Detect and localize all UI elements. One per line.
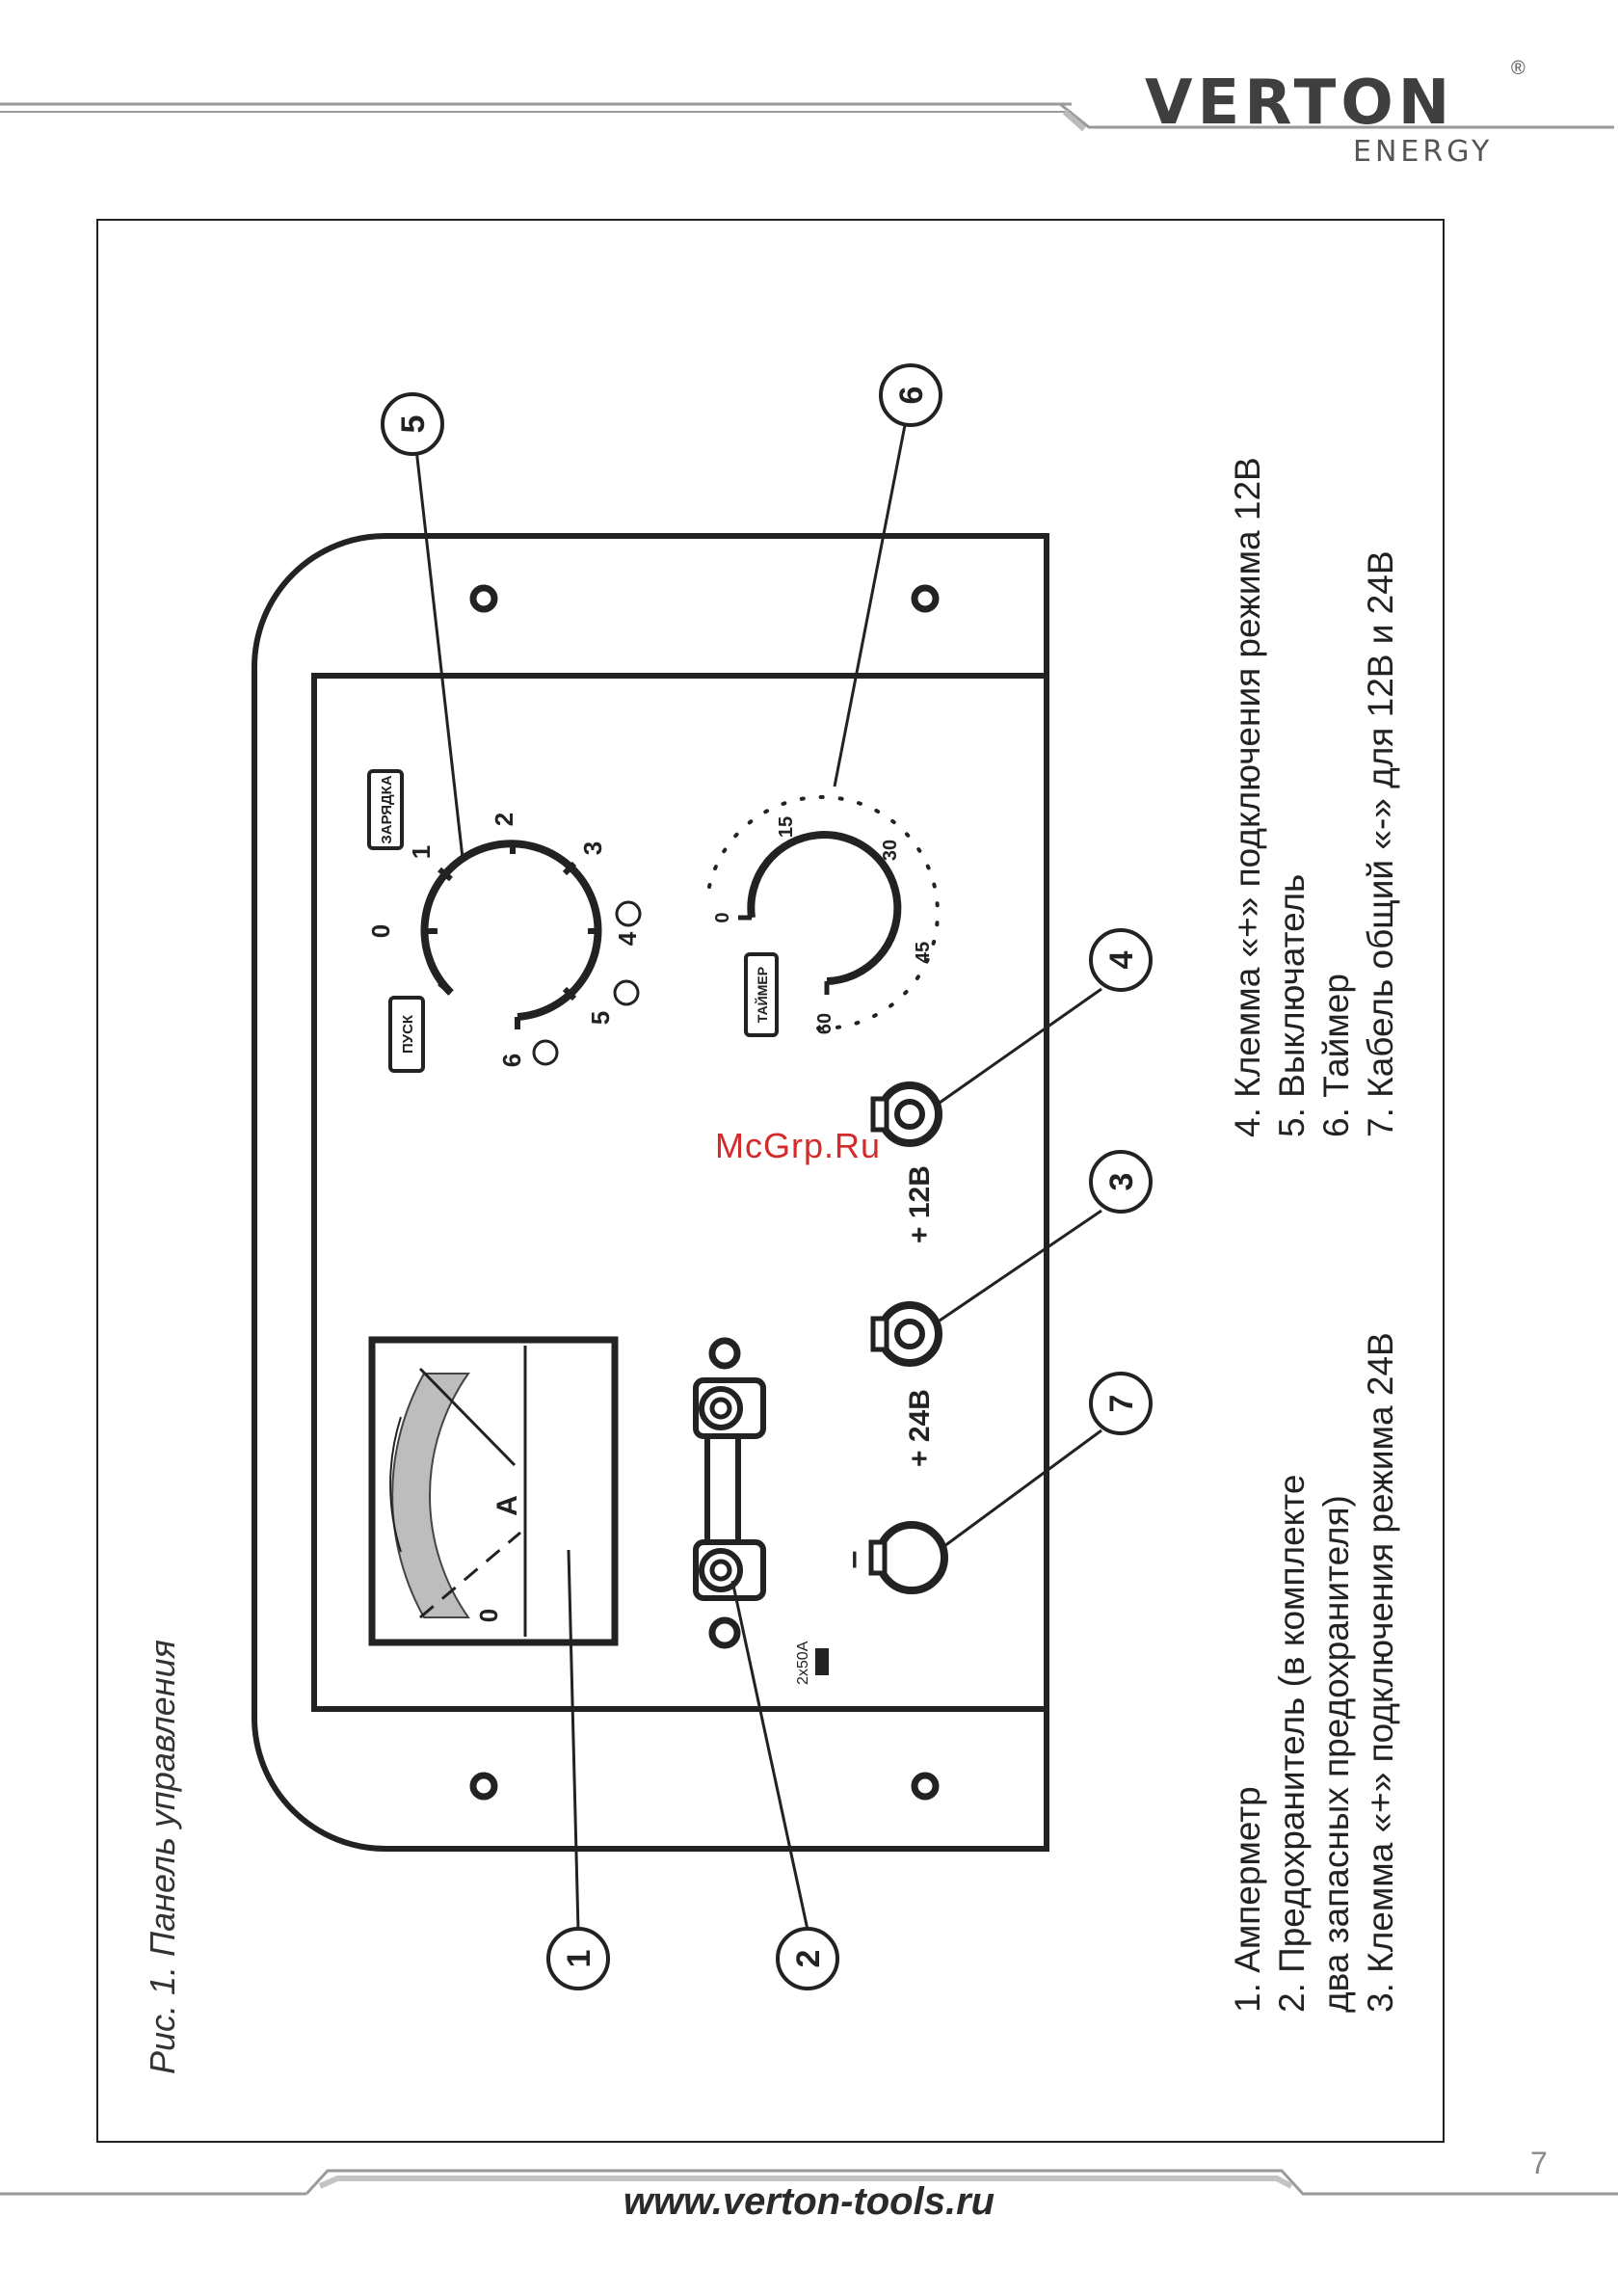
callout-2-number: 2 [790, 1950, 827, 1968]
callout-5-number: 5 [395, 415, 432, 434]
device-body [252, 533, 1049, 1852]
switch-pos-6: 6 [497, 1054, 526, 1067]
callout-6-number: 6 [893, 387, 930, 405]
callout-7 [1089, 1372, 1153, 1435]
callout-3 [1089, 1150, 1153, 1214]
ammeter-unit: A [491, 1495, 523, 1516]
label-12v: + 12B [904, 1165, 936, 1243]
legend-item-common-cable: 7. Кабель общий «-» для 12В и 24В [1361, 550, 1400, 1137]
callout-numbers: 1 2 3 4 5 6 7 [395, 387, 1140, 1968]
fuse-rating: 2x50A [795, 1641, 811, 1685]
terminal-12v: + 12B [870, 1081, 942, 1243]
timer-mark-60: 60 [814, 1013, 836, 1034]
terminal-24v: + 24B [870, 1301, 942, 1467]
legend-item-terminal-12v: 4. Клемма «+» подключения режима 12В [1228, 457, 1267, 1137]
callout-4-number: 4 [1103, 950, 1140, 969]
callout-2 [776, 1927, 839, 1990]
callout-1-number: 1 [561, 1950, 597, 1968]
timer-mark-45: 45 [913, 942, 934, 963]
charge-label: ЗАРЯДКА [379, 775, 395, 843]
figure-caption: Рис. 1. Панель управления [143, 1640, 182, 2074]
legend-item-switch: 5. Выключатель [1272, 873, 1312, 1137]
timer-label: ТАЙМЕР [754, 967, 770, 1023]
callout-7-number: 7 [1103, 1395, 1140, 1413]
figure-frame [96, 219, 1445, 2143]
mounting-screws [469, 584, 940, 1801]
page-number: 7 [1530, 2146, 1548, 2180]
callout-1 [546, 1927, 610, 1990]
callout-5 [381, 392, 444, 456]
callout-6 [879, 363, 942, 427]
ammeter: A 0 [368, 1336, 619, 1646]
registered-mark: ® [1511, 58, 1525, 79]
legend-item-fuse: 2. Предохранитель (в комплекте [1272, 1474, 1312, 2013]
switch-pos-1: 1 [407, 845, 436, 859]
label-minus: – [835, 1551, 871, 1569]
header-stripes [0, 102, 1614, 132]
watermark: McGrp.Ru [715, 1126, 882, 1165]
ammeter-zero: 0 [474, 1609, 503, 1622]
callout-3-number: 3 [1103, 1173, 1140, 1191]
mode-switch: ПУСК ЗАРЯДКА 0 1 2 3 4 5 6 [366, 769, 642, 1073]
timer-mark-30: 30 [880, 840, 901, 861]
legend-item-ammeter: 1. Амперметр [1228, 1786, 1267, 2013]
legend-item-terminal-24v: 3. Клемма «+» подключения режима 24В [1361, 1332, 1400, 2013]
start-label: ПУСК [400, 1014, 416, 1054]
fuse-holder: 2x50A [693, 1337, 829, 1685]
timer-mark-15: 15 [776, 816, 797, 838]
switch-pos-3: 3 [578, 841, 607, 855]
leader-lines [414, 419, 1102, 1931]
legend-item-timer: 6. Таймер [1316, 974, 1356, 1137]
label-24v: + 24B [904, 1389, 936, 1467]
legend-item-fuse-cont: два запасных предохранителя) [1316, 1495, 1356, 2013]
switch-pos-4: 4 [613, 931, 642, 946]
front-panel [311, 673, 1049, 1712]
brand-subtitle: ENERGY [1353, 135, 1494, 169]
timer-knob: ТАЙМЕР 0 15 30 45 60 [707, 794, 940, 1037]
footer-url-link[interactable]: www.verton-tools.ru [623, 2180, 995, 2223]
switch-pos-5: 5 [586, 1011, 615, 1025]
callout-4 [1089, 928, 1153, 992]
switch-pos-0: 0 [366, 924, 395, 938]
switch-pos-2: 2 [490, 813, 518, 826]
footer-stripes [0, 2169, 1618, 2196]
callouts [381, 363, 1153, 1990]
timer-mark-0: 0 [712, 912, 733, 922]
terminal-minus: – [835, 1521, 948, 1594]
